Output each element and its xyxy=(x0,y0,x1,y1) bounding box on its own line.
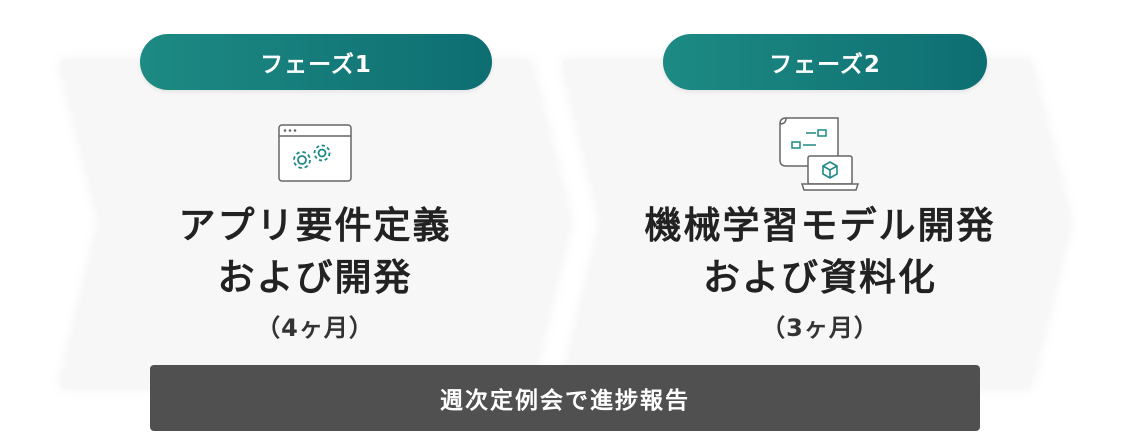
phase-2-title-line-1: 機械学習モデル開発 xyxy=(644,204,996,247)
phase-2-duration: （3ヶ月） xyxy=(761,314,879,342)
phase-1-badge: フェーズ1 xyxy=(140,34,492,90)
chevron-phase-2 xyxy=(562,60,1070,388)
phase-1-title-line-1: アプリ要件定義 xyxy=(178,204,452,247)
phase-1-title-line-2: および開発 xyxy=(217,256,413,299)
phase-2-badge: フェーズ2 xyxy=(663,34,987,90)
document-laptop-cube-icon xyxy=(779,117,860,191)
phase-1-duration: （4ヶ月） xyxy=(256,314,374,342)
browser-gears-icon xyxy=(278,124,352,182)
weekly-report-bar: 週次定例会で進捗報告 xyxy=(150,365,980,431)
phase-1-title: アプリ要件定義 および開発 xyxy=(120,200,510,304)
phase-2-title: 機械学習モデル開発 および資料化 xyxy=(600,200,1040,304)
chevron-phase-1 xyxy=(60,60,570,388)
phase-2-title-line-2: および資料化 xyxy=(703,256,937,299)
